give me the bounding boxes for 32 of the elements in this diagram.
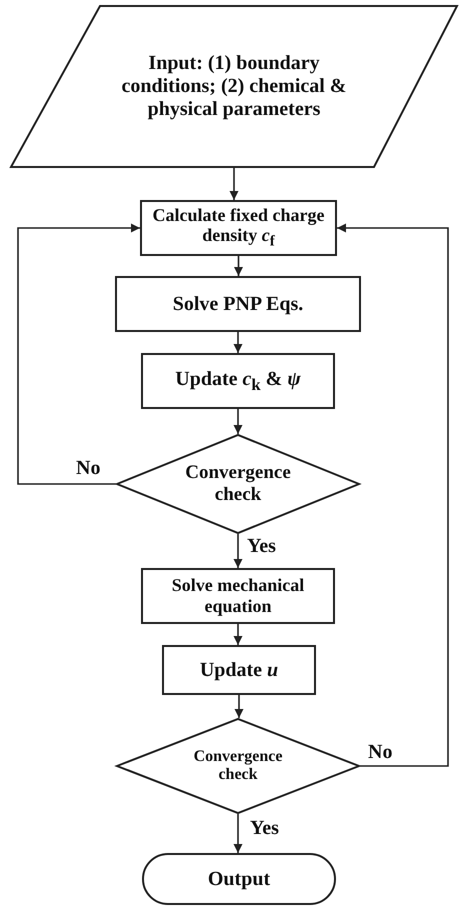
node-text: Calculate fixed charge density c$_{f}$ bbox=[152, 204, 326, 252]
process-box bbox=[162, 645, 316, 695]
arrow bbox=[234, 695, 244, 718]
arrow bbox=[17, 224, 140, 485]
arrow bbox=[234, 624, 242, 645]
process-box bbox=[115, 276, 361, 332]
edge-label: No bbox=[76, 458, 100, 478]
node-text: Update u bbox=[200, 658, 278, 682]
node-text: Solve PNP Eqs. bbox=[172, 292, 304, 316]
arrow bbox=[337, 224, 449, 767]
input-parallelogram bbox=[10, 5, 458, 168]
edge-label: Yes bbox=[250, 818, 279, 838]
process-box bbox=[141, 568, 335, 624]
decision-diamond bbox=[116, 434, 360, 534]
arrow bbox=[230, 168, 238, 200]
arrow bbox=[234, 534, 242, 568]
process-box bbox=[141, 353, 335, 409]
terminal-box bbox=[142, 853, 336, 905]
node-text: Input: (1) boundary conditions; (2) chemical & physical parameters bbox=[120, 52, 348, 121]
node-text: Output bbox=[208, 868, 270, 890]
node-text: Convergence check bbox=[184, 462, 292, 506]
node-text: Convergence check bbox=[192, 748, 284, 784]
edge-label: No bbox=[368, 742, 392, 762]
node-text: Solve mechanical equation bbox=[170, 575, 306, 617]
arrow bbox=[234, 256, 243, 276]
arrow bbox=[234, 814, 242, 853]
edge-label: Yes bbox=[247, 536, 276, 556]
decision-diamond bbox=[116, 718, 360, 814]
arrow bbox=[234, 409, 242, 434]
process-box bbox=[140, 200, 337, 256]
arrow bbox=[234, 332, 242, 353]
node-text: Update c$_{k}$ & ψ bbox=[175, 368, 301, 394]
